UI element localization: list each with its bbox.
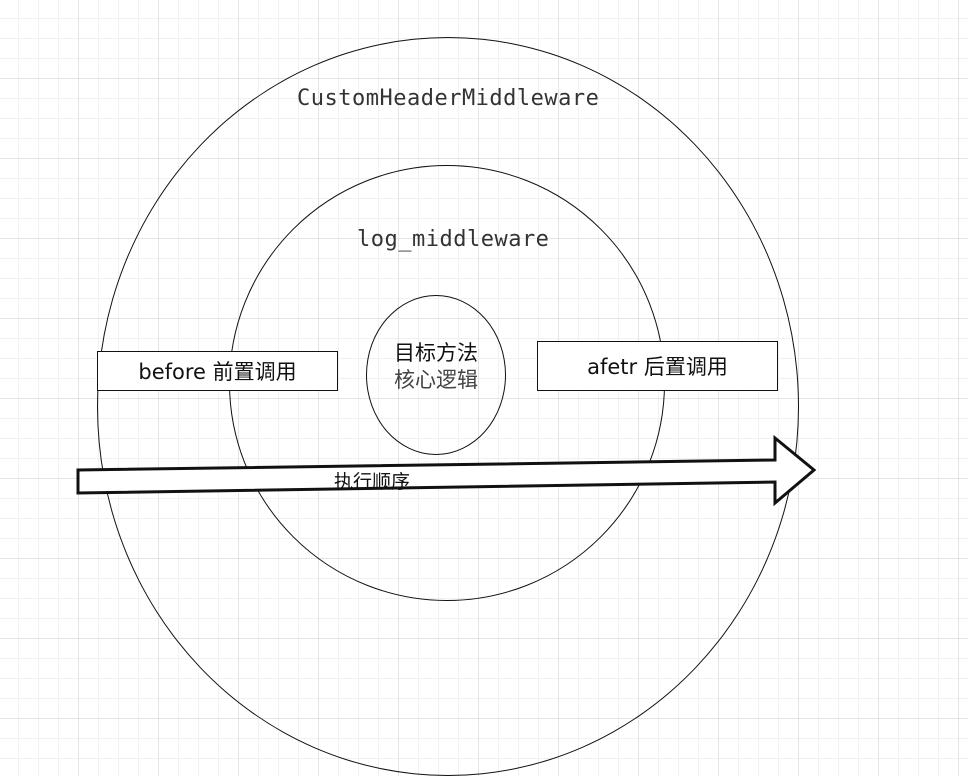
core-method-title: 目标方法 [394, 341, 478, 365]
execution-order-label: 执行顺序 [334, 471, 411, 493]
outer-middleware-label: CustomHeaderMiddleware [297, 86, 600, 111]
inner-middleware-label: log_middleware [357, 227, 550, 252]
before-call-box: before 前置调用 [97, 351, 338, 391]
after-call-box: afetr 后置调用 [537, 341, 778, 391]
core-method-text: 目标方法 核心逻辑 [366, 340, 506, 394]
after-call-label: afetr 后置调用 [587, 355, 728, 379]
before-call-label: before 前置调用 [138, 360, 297, 384]
core-method-subtitle: 核心逻辑 [394, 368, 478, 392]
execution-order-arrow-shape [76, 434, 817, 507]
core-method-circle [366, 295, 506, 455]
